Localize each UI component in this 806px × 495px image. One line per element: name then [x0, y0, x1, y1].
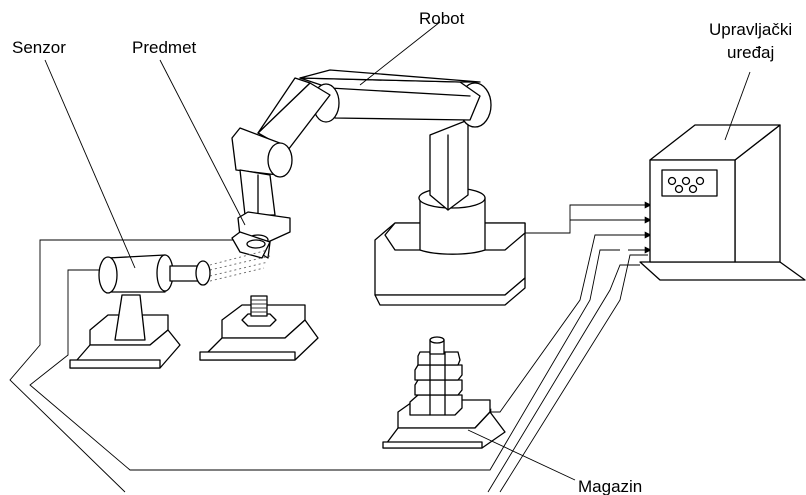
label-magazin: Magazin [578, 477, 642, 495]
label-senzor: Senzor [12, 38, 66, 57]
controller-unit [639, 124, 806, 281]
label-robot: Robot [419, 9, 465, 28]
label-predmet: Predmet [132, 38, 197, 57]
label-upravljacki-2: uređaj [727, 43, 774, 62]
controller-buttons [667, 176, 705, 194]
workpiece-fixture [199, 295, 319, 361]
leader-lines [44, 21, 751, 481]
magazine [382, 336, 506, 449]
robot-arm [231, 69, 526, 306]
label-upravljacki-1: Upravljački [709, 20, 792, 39]
sensor [69, 249, 271, 369]
